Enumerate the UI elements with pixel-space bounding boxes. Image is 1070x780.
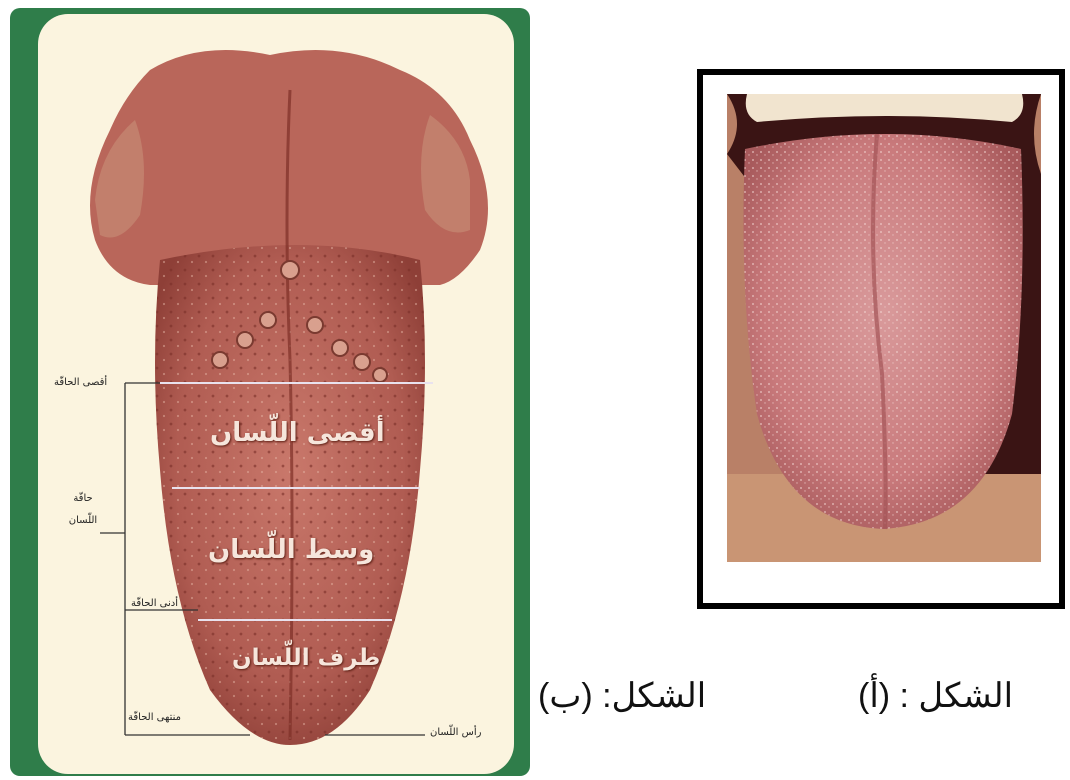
label-edge-back: أقصى الحافّة xyxy=(54,377,107,388)
zone-label-tip-zone: طرف اللّسان xyxy=(232,645,380,671)
label-edge-end: منتهى الحافّة xyxy=(128,712,181,723)
zone-label-middle: وسط اللّسان xyxy=(208,535,374,565)
caption-figure-b: الشكل: (ب) xyxy=(538,676,706,716)
label-edge-near: أدنى الحافّة xyxy=(131,598,178,609)
label-tip: رأس اللّسان xyxy=(430,727,481,738)
zone-label-back: أقصى اللّسان xyxy=(210,418,385,448)
label-edge: حافّة اللّسان xyxy=(58,488,108,532)
caption-figure-a: الشكل : (أ) xyxy=(858,676,1013,716)
tongue-photo xyxy=(727,94,1041,562)
